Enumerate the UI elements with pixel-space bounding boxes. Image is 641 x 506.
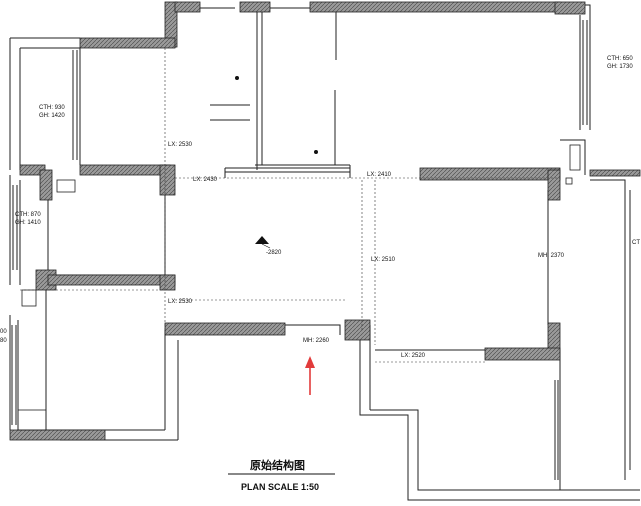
label-gh-1730: GH: 1730 <box>607 64 633 70</box>
windows <box>11 7 631 480</box>
label-lx-2430: LX: 2430 <box>193 177 218 183</box>
label-edge-oo: 00 <box>0 329 7 335</box>
fixtures <box>17 144 581 431</box>
label-gh-1420: GH: 1420 <box>39 113 65 119</box>
label-elevation: -2820 <box>266 250 282 256</box>
label-lx-2520: LX: 2520 <box>401 353 426 359</box>
label-edge-ct: CT <box>632 240 640 246</box>
label-cth-930: CTH: 930 <box>39 105 65 111</box>
column-dots <box>235 76 318 154</box>
elevation-marker-icon <box>255 236 269 244</box>
label-lx-2530-top: LX: 2530 <box>168 142 193 148</box>
label-gh-1410: GH: 1410 <box>15 220 41 226</box>
label-lx-2530-bottom: LX: 2530 <box>168 299 193 305</box>
entry-arrow-icon <box>305 356 315 395</box>
label-mh-2260: MH: 2260 <box>303 338 330 344</box>
plan-title: 原始结构图 <box>250 458 305 472</box>
label-mh-2370: MH: 2370 <box>538 253 565 259</box>
label-edge-80: 80 <box>0 338 7 344</box>
label-cth-870: CTH: 870 <box>15 212 41 218</box>
structural-walls <box>9 1 641 441</box>
label-cth-650: CTH: 650 <box>607 56 633 62</box>
plan-scale: PLAN SCALE 1:50 <box>241 482 319 492</box>
beam-lines <box>20 48 560 363</box>
label-lx-2410: LX: 2410 <box>367 172 392 178</box>
label-lx-2510: LX: 2510 <box>371 257 396 263</box>
